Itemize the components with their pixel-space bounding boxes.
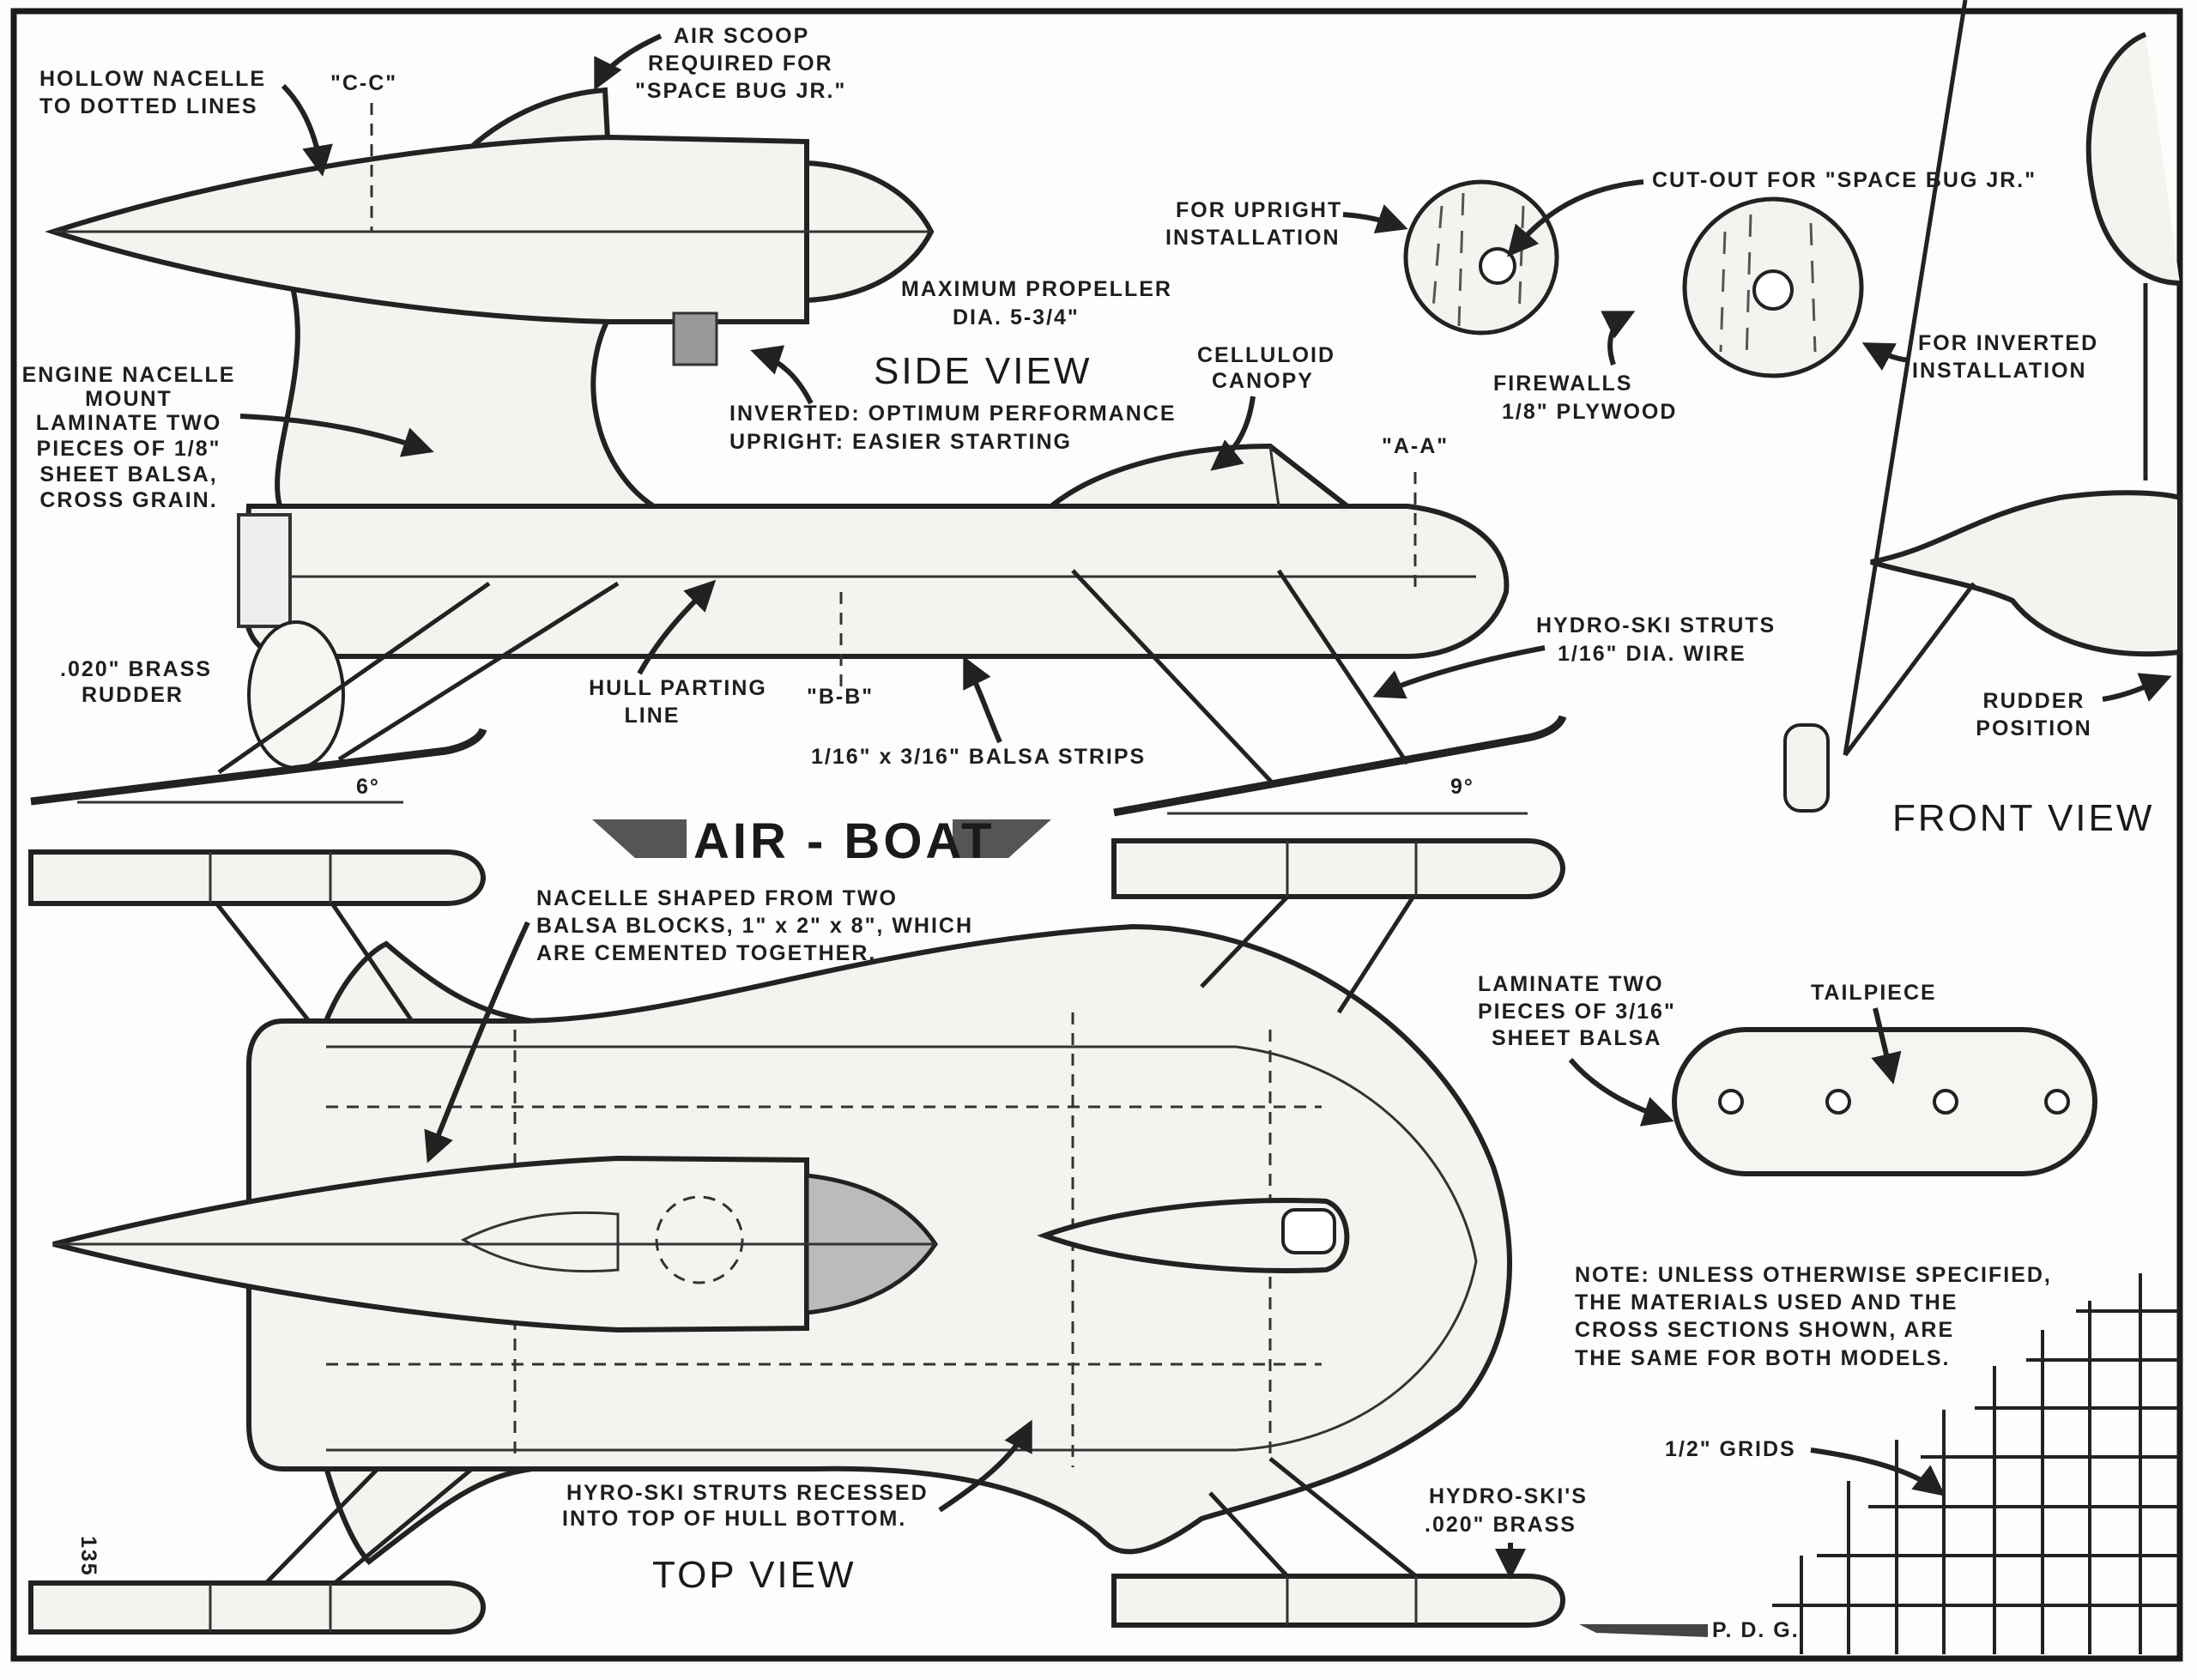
label-rudder-position-2: POSITION [1976,716,2091,740]
label-balsa-strips: 1/16" x 3/16" BALSA STRIPS [811,745,1146,769]
label-laminate-tail-1: LAMINATE TWO [1478,972,1664,996]
label-section-cc: "C-C" [330,71,397,95]
label-for-upright-2: INSTALLATION [1165,226,1341,250]
front-view-title: FRONT VIEW [1892,797,2154,839]
label-engine-mount-2: MOUNT [85,387,172,411]
label-for-upright-1: FOR UPRIGHT [1176,198,1342,222]
label-hollow-nacelle-1: HOLLOW NACELLE [39,67,266,91]
label-hydro-skis-1: HYDRO-SKI'S [1429,1484,1588,1508]
label-angle-rear: 9° [1450,775,1474,799]
firewall-inverted-hole [1752,269,1794,311]
label-inverted: INVERTED: OPTIMUM PERFORMANCE [729,402,1177,426]
side-canopy [1044,443,1355,509]
top-view-title: TOP VIEW [652,1554,856,1596]
front-ski [30,728,487,806]
label-for-inverted-2: INSTALLATION [1912,359,2087,383]
label-firewalls-2: 1/8" PLYWOOD [1502,400,1677,424]
label-hydro-skis-2: .020" BRASS [1425,1513,1577,1537]
ski-top-right [1111,838,1566,899]
label-engine-mount-4: PIECES OF 1/8" [37,437,221,461]
label-tailpiece: TAILPIECE [1811,981,1937,1005]
label-celluloid-canopy-1: CELLULOID [1197,343,1335,367]
label-hull-parting-2: LINE [625,704,681,728]
note-line-2: THE MATERIALS USED AND THE [1575,1290,1958,1314]
engine-mount-label: ENGINE NACELLE MOUNT LAMINATE TWO PIECES… [22,363,236,512]
label-brass-rudder-1: .020" BRASS [60,657,212,681]
label-engine-mount-5: SHEET BALSA, [39,462,217,486]
label-laminate-tail-2: PIECES OF 3/16" [1478,1000,1676,1024]
firewalls [1403,179,1864,378]
label-celluloid-canopy-2: CANOPY [1212,369,1314,393]
label-engine-mount-3: LAMINATE TWO [36,411,222,435]
struts-top [213,891,1419,1585]
label-angle-front: 6° [356,775,380,799]
label-section-bb: "B-B" [807,685,874,709]
ski-bottom-right [1111,1574,1566,1628]
label-rudder-position-1: RUDDER [1983,689,2085,713]
label-max-propeller-1: MAXIMUM PROPELLER [901,277,1172,301]
label-laminate-tail-3: SHEET BALSA [1492,1026,1661,1050]
label-for-inverted-1: FOR INVERTED [1918,331,2098,355]
label-air-scoop-2: REQUIRED FOR [648,51,833,76]
label-firewalls-1: FIREWALLS [1493,372,1632,396]
label-engine-mount-1: ENGINE NACELLE [22,363,236,387]
mount-top [322,940,533,1024]
label-nacelle-shaped-2: BALSA BLOCKS, 1" x 2" x 8", WHICH [536,914,973,938]
note-line-1: NOTE: UNLESS OTHERWISE SPECIFIED, [1575,1263,2052,1287]
label-hydro-struts-1: HYDRO-SKI STRUTS [1536,613,1776,638]
label-hollow-nacelle-2: TO DOTTED LINES [39,94,258,118]
label-air-scoop-3: "SPACE BUG JR." [635,79,846,103]
mount-bottom [323,1464,533,1565]
top-canopy [1037,1198,1350,1273]
label-nacelle-shaped-3: ARE CEMENTED TOGETHER. [536,941,876,965]
label-nacelle-shaped-1: NACELLE SHAPED FROM TWO [536,886,898,910]
air-boat-logo: AIR - BOAT [592,813,1051,869]
drawing-border [10,8,2183,1662]
side-view-title: SIDE VIEW [874,350,1092,392]
label-grids: 1/2" GRIDS [1665,1437,1796,1461]
label-hull-parting-1: HULL PARTING [589,676,767,700]
ski-bottom-left [28,1580,487,1635]
note-line-3: CROSS SECTIONS SHOWN, ARE [1575,1318,1954,1342]
label-brass-rudder-2: RUDDER [82,683,184,707]
rear-ski [1113,715,1567,817]
note-line-4: THE SAME FOR BOTH MODELS. [1575,1346,1951,1370]
label-strut-recess-1: HYRO-SKI STRUTS RECESSED [566,1481,929,1505]
tail-block [237,513,292,628]
signature: P. D. G. [1712,1618,1800,1642]
page-number: 135 [76,1536,100,1577]
side-hull [241,504,1510,659]
label-hydro-struts-2: 1/16" DIA. WIRE [1558,642,1746,666]
label-upright: UPRIGHT: EASIER STARTING [729,430,1072,454]
side-view [30,87,1567,817]
ski-top-left [28,849,487,906]
front-view [1783,0,2182,813]
engine-cylinder [672,311,718,366]
label-air-scoop-1: AIR SCOOP [674,24,809,48]
top-view [28,838,1566,1635]
tailpiece [1672,1027,2097,1176]
label-max-propeller-2: DIA. 5-3/4" [953,305,1080,329]
label-engine-mount-6: CROSS GRAIN. [39,488,217,512]
side-nacelle [45,134,809,324]
label-section-aa: "A-A" [1382,434,1449,458]
firewall-upright-cutout [1479,247,1516,285]
label-cutout: CUT-OUT FOR "SPACE BUG JR." [1652,168,2037,192]
label-strut-recess-2: INTO TOP OF HULL BOTTOM. [562,1507,906,1531]
half-inch-grid [1772,1273,2180,1654]
struts-side [217,569,1410,787]
signature-swash [1579,1624,1708,1637]
front-ski [1783,723,1830,813]
title: AIR - BOAT [693,813,995,869]
